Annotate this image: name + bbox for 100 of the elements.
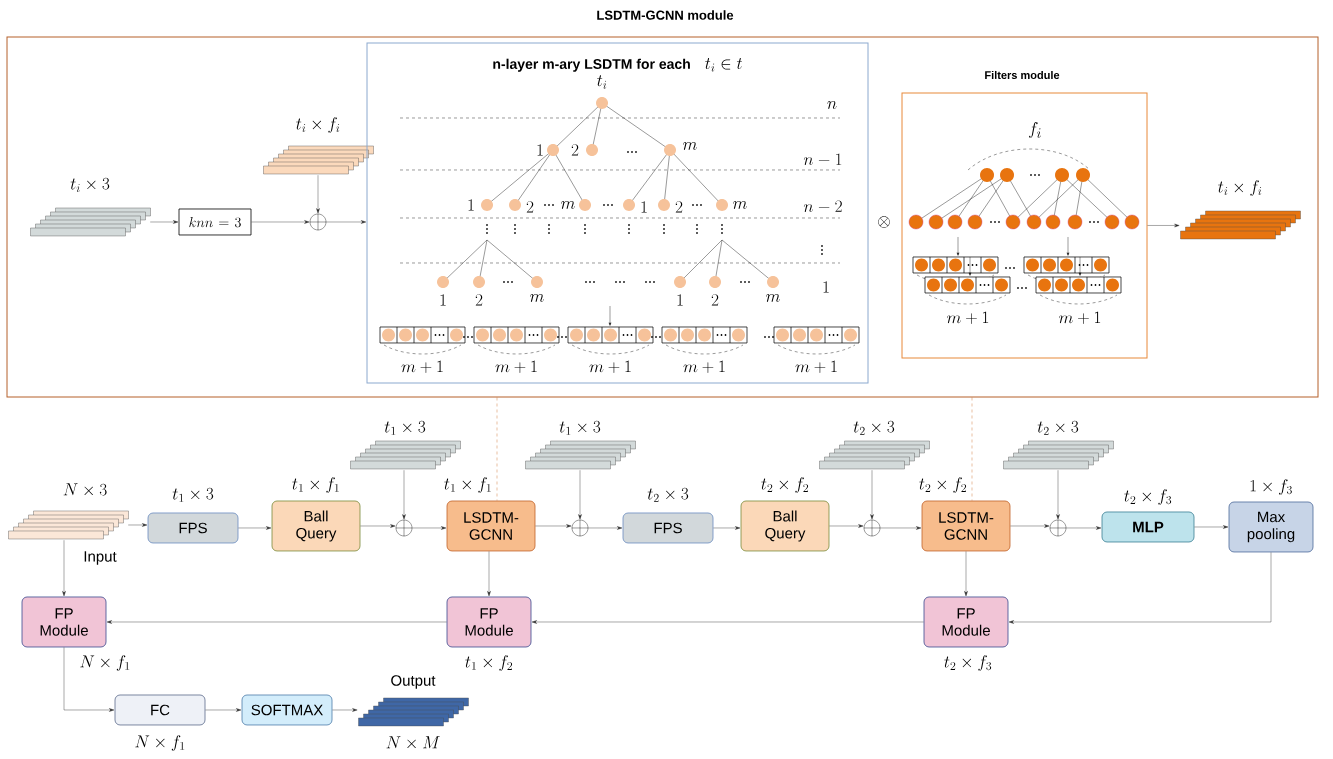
- arrow: [205, 708, 242, 712]
- sum-symbol: [309, 213, 327, 231]
- node-number: $m$: [530, 294, 544, 302]
- node-number: $2$: [711, 294, 719, 306]
- process-box: FP Module: [21, 596, 107, 648]
- shape-label: $t_{2} \times 3$: [647, 487, 689, 502]
- node-number: $1$: [440, 294, 446, 306]
- shape-label: $t_{i} \times f_{i}$: [296, 117, 340, 133]
- node-number: $m$: [561, 201, 575, 209]
- sum-symbol: [1049, 519, 1067, 537]
- process-box: MLP: [1101, 511, 1195, 543]
- shape-label: $t_{i} \times f_{i}$: [1218, 180, 1262, 196]
- process-box: FPS: [622, 512, 714, 544]
- arrow: [531, 620, 924, 624]
- arrow: [1194, 525, 1229, 529]
- arrow: [150, 220, 179, 224]
- process-box: Max pooling: [1228, 501, 1314, 553]
- node-number: $2$: [526, 201, 534, 213]
- arrow: [829, 524, 864, 528]
- arrow: [62, 540, 66, 597]
- sum-symbol: [571, 519, 589, 537]
- shape-label: $t_{2} \times f_{3}$: [944, 655, 992, 671]
- sum-symbol: [863, 519, 881, 537]
- process-box: Ball Query: [271, 500, 361, 552]
- process-box: FP Module: [923, 596, 1009, 648]
- input-label: Input: [84, 551, 117, 565]
- shape-label: $t_{1} \times f_{1}$: [292, 477, 339, 493]
- group-size-label: $m+1$: [947, 311, 989, 325]
- shape-label: $t_{i} \times 3$: [70, 177, 110, 192]
- arrow: [713, 526, 741, 530]
- process-box: $knn = 3$: [178, 208, 252, 236]
- shape-label: $t_{2} \times 3$: [1037, 420, 1079, 435]
- product-symbol: $\otimes$: [878, 216, 890, 228]
- node-number: $m$: [683, 142, 697, 150]
- arrow: [487, 551, 491, 597]
- group-size-label: $m+1$: [683, 360, 725, 374]
- process-box: LSDTM-GCNN: [446, 500, 536, 552]
- process-box: LSDTM-GCNN: [921, 500, 1011, 552]
- node-number: $1$: [468, 199, 474, 211]
- arrow: [332, 708, 358, 712]
- arrow: [1056, 470, 1060, 520]
- dashed-line: [496, 397, 498, 501]
- arrow: [63, 647, 115, 712]
- shape-label: $N \times f_{1}$: [135, 735, 185, 751]
- arrow: [588, 526, 623, 530]
- layer-label: $n-2$: [803, 200, 842, 212]
- shape-label: $t_{1} \times 3$: [384, 420, 426, 435]
- node-number: $1$: [677, 294, 683, 306]
- arrow: [128, 523, 148, 527]
- node-number: $m$: [733, 201, 747, 209]
- layer-label: $n-1$: [803, 153, 842, 165]
- group-size-label: $m+1$: [401, 360, 443, 374]
- group-size-label: $m+1$: [495, 360, 537, 374]
- arrow: [1147, 223, 1180, 228]
- shape-label: $N \times M$: [386, 736, 440, 749]
- node-number: $1$: [641, 201, 647, 213]
- group-size-label: $m+1$: [1059, 311, 1101, 325]
- shape-label: $t_{1} \times f_{2}$: [465, 655, 513, 671]
- node-number: $2$: [571, 144, 579, 156]
- node-number: $2$: [675, 201, 683, 213]
- group-size-label: $m+1$: [589, 360, 631, 374]
- shape-label: $N \times f_{1}$: [80, 655, 130, 671]
- shape-label: $t_{1} \times 3$: [172, 487, 214, 502]
- shape-label: $N \times 3$: [63, 483, 107, 496]
- module-title: LSDTM-GCNN module: [597, 10, 734, 20]
- arrow: [238, 526, 272, 530]
- node-number: $1$: [537, 144, 543, 156]
- process-box: SOFTMAX: [241, 694, 333, 726]
- group-size-label: $m+1$: [795, 360, 837, 374]
- shape-label: $t_{2} \times f_{3}$: [1124, 489, 1172, 505]
- layer-label: $n$: [827, 101, 837, 109]
- arrow: [1010, 524, 1050, 528]
- arrow: [964, 551, 968, 597]
- module-title: n-layer m-ary LSDTM for each $t_{i} \in t$: [493, 58, 743, 72]
- arrow: [106, 620, 447, 624]
- node-label: $t_{i}$: [597, 75, 607, 89]
- arrow: [1008, 552, 1272, 624]
- process-box: FPS: [147, 512, 239, 544]
- shape-label: $t_{1} \times f_{1}$: [444, 477, 491, 493]
- node-number: $2$: [475, 294, 483, 306]
- shape-label: $1 \times f_{3}$: [1250, 479, 1292, 495]
- arrow: [360, 524, 396, 528]
- arrow: [316, 175, 320, 214]
- node-number: $m$: [766, 294, 780, 302]
- filter-label: $f_{i}$: [1029, 122, 1041, 138]
- layer-label: $1$: [823, 281, 829, 293]
- arrow: [578, 470, 582, 520]
- process-box: FC: [114, 694, 206, 726]
- arrow: [880, 526, 922, 530]
- dashed-line: [971, 397, 973, 501]
- output-label: Output: [391, 675, 436, 689]
- arrow: [326, 220, 367, 224]
- arrow: [535, 524, 572, 528]
- sum-symbol: [395, 519, 413, 537]
- arrow: [251, 220, 310, 224]
- process-box: FP Module: [446, 596, 532, 648]
- module-title: Filters module: [985, 70, 1060, 80]
- shape-label: $t_{2} \times f_{2}$: [761, 477, 809, 493]
- shape-label: $t_{1} \times 3$: [559, 420, 601, 435]
- arrow: [870, 470, 874, 520]
